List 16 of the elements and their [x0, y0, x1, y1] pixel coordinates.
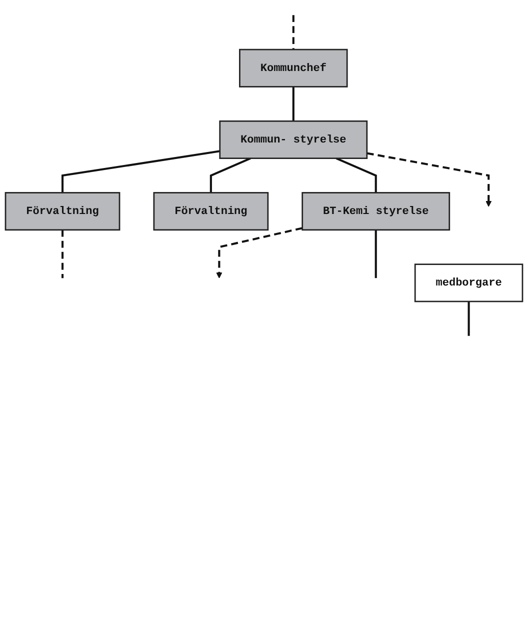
node-box: Förvaltning	[153, 192, 269, 231]
connector	[61, 150, 220, 193]
node-box: BT-Kemi styrelse	[302, 192, 450, 231]
connector	[61, 230, 64, 278]
arrow	[216, 227, 303, 278]
connector	[336, 157, 377, 193]
connector	[292, 86, 294, 122]
arrow	[366, 152, 492, 207]
node-box: medborgare	[414, 264, 524, 302]
connector	[292, 15, 294, 50]
node-box: Förvaltning	[4, 192, 120, 231]
connector	[374, 230, 377, 278]
node-box: Kommun- styrelse	[219, 120, 368, 159]
connector	[210, 157, 251, 193]
connector	[468, 301, 470, 336]
node-box: Kommunchef	[239, 48, 348, 88]
